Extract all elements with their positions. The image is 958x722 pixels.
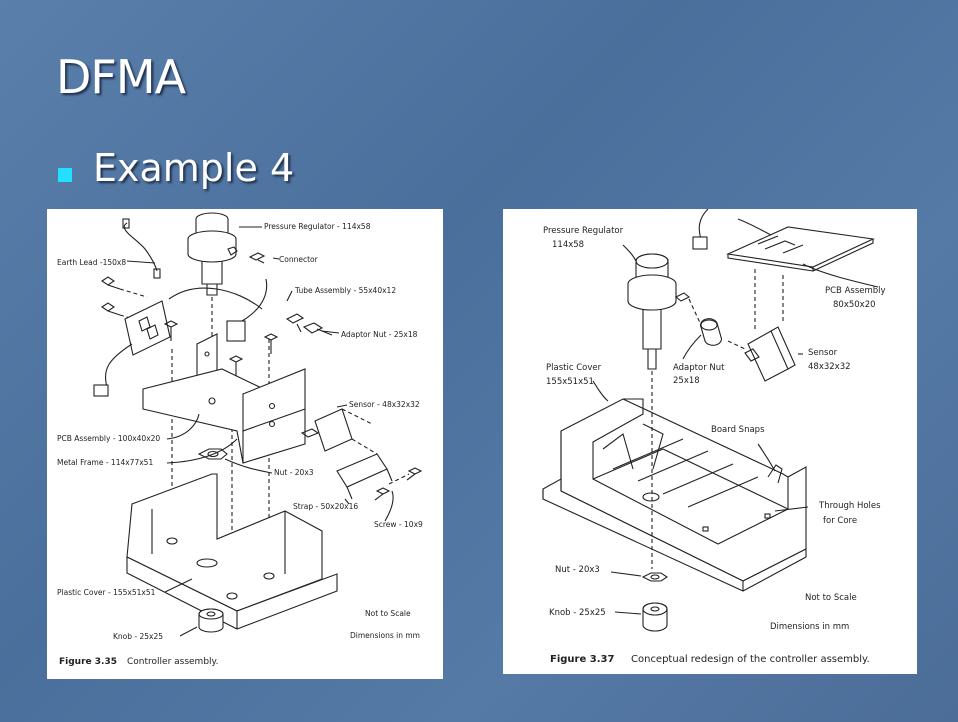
label-knob: Knob - 25x25 xyxy=(549,608,606,618)
label-sensor: Sensor - 48x32x32 xyxy=(349,400,420,409)
label-nut: Nut - 20x3 xyxy=(555,565,600,575)
label-through-holes: Through Holes xyxy=(818,501,881,511)
label-pressure-regulator: Pressure Regulator xyxy=(543,226,624,236)
label-not-to-scale: Not to Scale xyxy=(805,593,857,603)
label-nut: Nut - 20x3 xyxy=(274,468,314,477)
figure-conceptual-redesign: Pressure Regulator 114x58 PCB Assembly 8… xyxy=(503,209,917,674)
bullet-text: Example 4 xyxy=(93,146,295,190)
label-dimensions: Dimensions in mm xyxy=(350,631,420,640)
label-earth-lead: Earth Lead -150x8 xyxy=(57,258,126,267)
label-pcb-assembly: PCB Assembly xyxy=(825,286,886,296)
label-pressure-regulator-dim: 114x58 xyxy=(552,240,584,250)
label-for-core: for Core xyxy=(823,516,857,526)
label-screw: Screw - 10x9 xyxy=(374,520,423,529)
pressure-regulator-part xyxy=(187,212,238,296)
label-pcb-assembly: PCB Assembly - 100x40x20 xyxy=(57,434,160,443)
figure-controller-assembly: Pressure Regulator - 114x58 Earth Lead -… xyxy=(47,209,443,679)
caption-number: Figure 3.37 xyxy=(550,654,614,665)
controller-assembly-drawing: Pressure Regulator - 114x58 Earth Lead -… xyxy=(57,212,423,667)
label-knob: Knob - 25x25 xyxy=(113,632,163,641)
redesign-drawing: Pressure Regulator 114x58 PCB Assembly 8… xyxy=(542,209,886,665)
label-plastic-cover: Plastic Cover - 155x51x51 xyxy=(57,588,156,597)
caption-text: Controller assembly. xyxy=(127,657,218,667)
label-tube-assembly: Tube Assembly - 55x40x12 xyxy=(294,286,396,295)
label-sensor: Sensor xyxy=(808,348,838,358)
caption-text: Conceptual redesign of the controller as… xyxy=(631,654,870,665)
bullet-marker xyxy=(58,168,72,182)
label-plastic-cover-dim: 155x51x51 xyxy=(546,377,594,387)
label-dimensions: Dimensions in mm xyxy=(770,622,849,632)
redesign-cover-part xyxy=(542,398,807,592)
plastic-cover-part xyxy=(126,473,338,630)
label-adaptor-nut: Adaptor Nut xyxy=(673,363,725,373)
label-metal-frame: Metal Frame - 114x77x51 xyxy=(57,458,153,467)
label-pcb-assembly-dim: 80x50x20 xyxy=(833,300,876,310)
label-not-to-scale: Not to Scale xyxy=(365,609,411,618)
slide-title: DFMA xyxy=(56,50,186,104)
label-plastic-cover: Plastic Cover xyxy=(546,363,602,373)
label-adaptor-nut-dim: 25x18 xyxy=(673,376,700,386)
caption-number: Figure 3.35 xyxy=(59,657,117,667)
label-adaptor-nut: Adaptor Nut - 25x18 xyxy=(341,330,418,339)
label-sensor-dim: 48x32x32 xyxy=(808,362,851,372)
label-board-snaps: Board Snaps xyxy=(711,425,765,435)
label-pressure-regulator: Pressure Regulator - 114x58 xyxy=(264,222,371,231)
label-connector: Connector xyxy=(279,255,319,264)
label-strap: Strap - 50x20x16 xyxy=(293,502,358,511)
